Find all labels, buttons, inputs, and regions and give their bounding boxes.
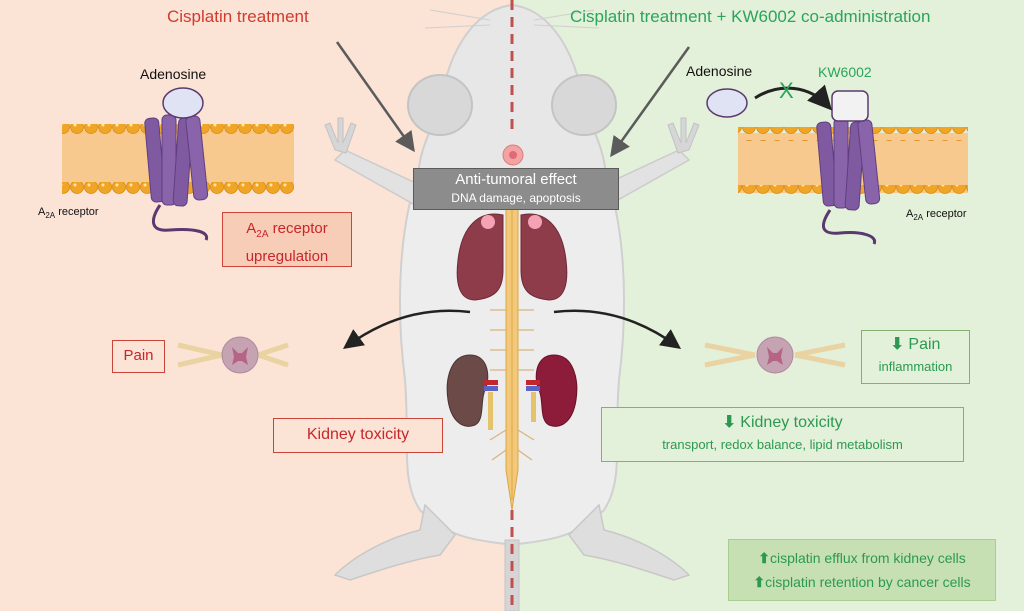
tumor-icon <box>502 144 524 166</box>
pain-box-left: Pain <box>112 340 165 373</box>
cisplatin-effects-box: ⬆cisplatin efflux from kidney cells ⬆cis… <box>728 539 996 601</box>
receptor-label-sub: 2A <box>45 211 56 221</box>
adenosine-molecule-right <box>706 88 748 118</box>
kidney-damaged-icon <box>446 354 498 430</box>
upregulation-rest: receptor <box>268 220 328 237</box>
a2a-receptor-left <box>144 87 209 241</box>
receptor-label-main: A <box>38 206 46 218</box>
kidney-title-right: ⬇ Kidney toxicity <box>602 412 963 434</box>
down-arrow-icon: ⬇ <box>722 414 736 431</box>
pain-title-text: Pain <box>908 336 941 353</box>
up-arrow-icon: ⬆ <box>758 550 770 566</box>
kw6002-label: KW6002 <box>818 64 872 80</box>
upregulation-line1: A2A receptor <box>223 218 351 246</box>
upregulation-box: A2A receptor upregulation <box>222 212 352 267</box>
adenosine-label-right: Adenosine <box>686 63 753 79</box>
up-arrow-icon: ⬆ <box>753 574 766 590</box>
outcome-arrow-left <box>342 309 471 349</box>
title-left: Cisplatin treatment <box>167 7 309 26</box>
adenosine-label-left: Adenosine <box>140 66 207 82</box>
anti-tumoral-subtitle: DNA damage, apoptosis <box>451 191 581 205</box>
treatment-arrow-left <box>335 41 415 153</box>
upregulation-line2: upregulation <box>245 248 329 265</box>
anti-tumoral-title: Anti-tumoral effect <box>455 171 577 188</box>
retention-line: ⬆cisplatin retention by cancer cells <box>729 570 995 594</box>
blocked-binding-arrow <box>754 84 833 111</box>
kidney-subtitle-right: transport, redox balance, lipid metaboli… <box>662 437 903 452</box>
pain-title-right: ⬇ Pain <box>862 334 969 356</box>
kidney-toxicity-box-right: ⬇ Kidney toxicity transport, redox balan… <box>601 407 964 462</box>
receptor-label-left: A2A receptor <box>38 206 99 220</box>
block-x-icon: X <box>779 78 794 103</box>
receptor-label-main: A <box>906 208 914 220</box>
receptor-label-sub: 2A <box>913 213 924 223</box>
receptor-label-rest: receptor <box>923 208 967 220</box>
pain-subtitle-right: inflammation <box>878 359 953 374</box>
lungs-icon <box>456 213 568 301</box>
outcome-arrow-right <box>553 309 682 349</box>
retention-text: cisplatin retention by cancer cells <box>765 574 971 590</box>
upregulation-sub: 2A <box>256 229 269 240</box>
title-right: Cisplatin treatment + KW6002 co-administ… <box>570 7 931 26</box>
receptor-label-right: A2A receptor <box>906 208 967 222</box>
receptor-label-rest: receptor <box>55 206 99 218</box>
a2a-receptor-right <box>816 90 881 245</box>
kidney-toxicity-box-left: Kidney toxicity <box>273 418 443 453</box>
kidney-title-text: Kidney toxicity <box>740 414 843 431</box>
anti-tumoral-effect-box: Anti-tumoral effect DNA damage, apoptosi… <box>413 168 619 210</box>
down-arrow-icon: ⬇ <box>890 336 904 353</box>
pain-box-right: ⬇ Pain inflammation <box>861 330 970 384</box>
efflux-text: cisplatin efflux from kidney cells <box>769 550 966 566</box>
upregulation-a: A <box>246 220 257 237</box>
spinal-cord <box>489 199 535 511</box>
efflux-line: ⬆cisplatin efflux from kidney cells <box>729 546 995 570</box>
spinal-cord-section-left <box>177 336 289 374</box>
spinal-cord-section-right <box>704 336 846 374</box>
kidney-healthy-icon <box>526 354 578 427</box>
treatment-arrow-right <box>610 46 691 158</box>
